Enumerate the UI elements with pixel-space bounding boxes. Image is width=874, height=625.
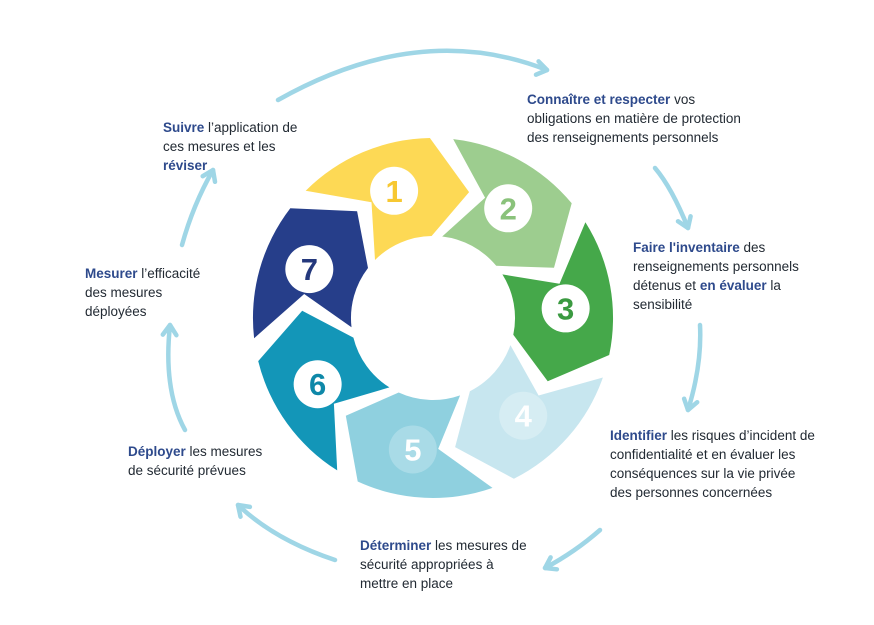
cycle-arrow-6 [166, 322, 188, 433]
cycle-arrow-1 [275, 48, 550, 103]
step-text: l’efficacité des mesures déployées [85, 266, 201, 319]
step-number-badge-1 [370, 166, 419, 215]
step-label-3: Identifier les risques d’incident de con… [610, 426, 815, 502]
step-number-2: 2 [500, 191, 517, 226]
cycle-arrowhead-2 [675, 214, 693, 231]
cycle-arrowhead-1 [533, 59, 550, 77]
step-number-7: 7 [301, 252, 318, 287]
step-number-badge-3 [541, 284, 590, 333]
step-label-4: Déterminer les mesures de sécurité appro… [360, 536, 530, 593]
step-label-5: Déployer les mesures de sécurité prévues [128, 442, 278, 480]
step-highlight-text: Déployer [128, 444, 186, 459]
cycle-arrowhead-7 [200, 167, 218, 185]
step-number-badge-6 [293, 360, 342, 409]
cycle-arrowhead-3 [681, 396, 700, 413]
step-text: les risques d’incident de confidentialit… [610, 428, 815, 500]
cycle-arrow-2 [652, 165, 691, 231]
step-highlight-text: Suivre [163, 120, 205, 135]
step-text: les mesures de sécurité prévues [128, 444, 263, 478]
step-number-3: 3 [557, 291, 574, 326]
step-number-1: 1 [385, 174, 402, 209]
step-label-6: Mesurer l’efficacité des mesures déployé… [85, 264, 225, 321]
cycle-arrowhead-4 [542, 555, 560, 572]
step-highlight-text: Faire l'inventaire [633, 240, 740, 255]
step-label-1: Connaître et respecter vos obligations e… [527, 90, 752, 147]
step-highlight-text: réviser [163, 158, 208, 173]
cycle-arrow-4 [542, 527, 603, 571]
cycle-arrow-7 [179, 167, 216, 248]
step-highlight-text: Déterminer [360, 538, 432, 553]
cycle-arrows [160, 48, 703, 572]
step-highlight-text: Mesurer [85, 266, 138, 281]
step-text: vos obligations en matière de protection… [527, 92, 741, 145]
step-text: l’application de ces mesures et les [163, 120, 298, 154]
step-number-4: 4 [515, 399, 533, 434]
cycle-arrowhead-6 [160, 322, 179, 338]
step-number-badge-4 [499, 391, 548, 440]
step-highlight-text: Identifier [610, 428, 668, 443]
cycle-arrowhead-5 [235, 502, 253, 519]
step-number-6: 6 [309, 367, 326, 402]
step-text: les mesures de sécurité appropriées à me… [360, 538, 527, 591]
step-text: des renseignements personnels détenus et [633, 240, 799, 293]
step-highlight-text: Connaître et respecter [527, 92, 671, 107]
cycle-arrow-3 [685, 322, 703, 413]
step-label-2: Faire l'inventaire des renseignements pe… [633, 238, 833, 314]
step-text: la sensibilité [633, 278, 781, 312]
cycle-arrow-5 [235, 502, 338, 563]
step-highlight-text: en évaluer [699, 278, 767, 293]
step-number-badge-5 [388, 425, 437, 474]
step-label-7: Suivre l’application de ces mesures et l… [163, 118, 313, 175]
step-number-badge-7 [285, 245, 334, 294]
cycle-segments: 1 2 3 4 5 6 7 [252, 138, 614, 499]
step-number-5: 5 [404, 432, 421, 467]
step-number-badge-2 [484, 184, 533, 233]
